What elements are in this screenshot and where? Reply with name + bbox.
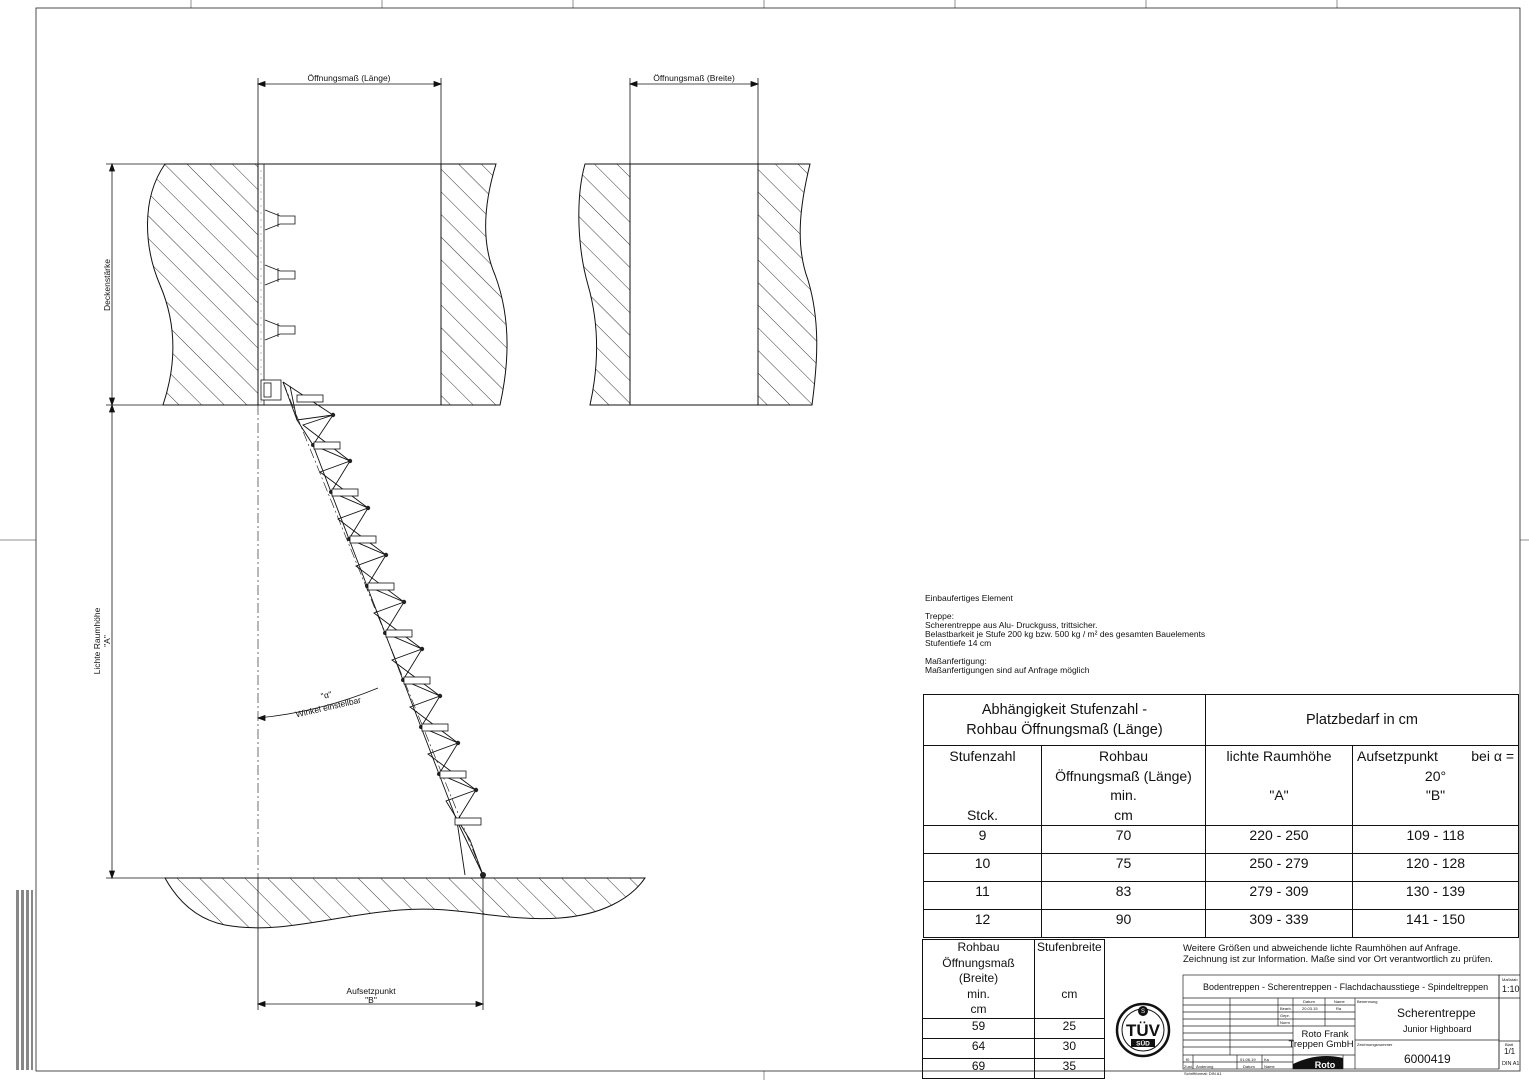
note-element: Einbaufertiges Element [925,593,1013,603]
scissor-stair [282,381,486,878]
sud-logo-text: SÜD [1136,1039,1150,1048]
revision-name-label: Name [1264,1064,1275,1069]
remarks: Weitere Größen und abweichende lichte Ra… [1183,943,1493,965]
ceiling-thickness-label: Deckenstärke [102,259,112,311]
opening-length-label: Öffnungsmaß (Länge) [308,73,391,83]
name-header: Name [1334,999,1345,1004]
sheet-number: 1/1 [1504,1047,1516,1056]
revision-index: f0 [1186,1057,1190,1062]
room-height-key: "A" [102,635,112,647]
col-header-height: lichte Raumhöhe"A" [1205,745,1353,826]
state-label: Zust. [1184,1064,1193,1069]
scale-label: Maßstab [1502,977,1518,982]
landing-point-label: Aufsetzpunkt [346,986,396,996]
roto-logo-text: Roto [1315,1060,1336,1070]
revision-name: Ka [1264,1057,1269,1062]
note-stair-line2: Belastbarkeit je Stufe 200 kg bzw. 500 k… [925,629,1206,639]
product-name: Scherentreppe [1397,1006,1476,1020]
revision-date: 01.06.19 [1240,1057,1256,1062]
drawn-date: 20.03.15 [1302,1006,1318,1011]
date-header: Datum [1303,999,1315,1004]
model-name: Junior Highboard [1403,1024,1472,1034]
group-header-dependency: Abhängigkeit Stufenzahl -Rohbau Öffnungs… [923,694,1206,746]
ceiling-section-right [578,163,818,406]
angle-symbol-label: "α" [320,689,333,701]
note-custom-line1: Maßanfertigungen sind auf Anfrage möglic… [925,665,1090,675]
room-height-label: Lichte Raumhöhe [92,607,102,674]
remark-line1: Weitere Größen und abweichende lichte Ra… [1183,943,1461,954]
product-range: Bodentreppen - Scherentreppen - Flachdac… [1203,982,1489,992]
floor-section [164,877,646,929]
note-stair-line1: Scherentreppe aus Alu- Druckguss, tritts… [925,620,1098,630]
landing-point-key: "B" [365,995,377,1005]
drawn-name: Ra [1336,1006,1342,1011]
drawing-number: 6000419 [1404,1052,1451,1066]
change-label: Änderung [1196,1064,1214,1069]
svg-text:S: S [1141,1009,1145,1015]
note-stair-title: Treppe: [925,611,954,621]
note-stair-line3: Stufentiefe 14 cm [925,638,992,648]
format-note: Schriftformat: DIN A1 [1184,1071,1222,1076]
norm-label: Norm [1280,1020,1290,1025]
product-notes: Einbaufertiges Element Treppe: Scherentr… [925,594,1205,675]
company-line1: Roto Frank [1301,1029,1349,1040]
checked-label: Gepr. [1280,1013,1290,1018]
sheet-format: DIN A1 [1502,1061,1520,1067]
sheet-label: Blatt [1505,1042,1514,1047]
drawing-number-label: Zeichnungsnummer [1357,1042,1393,1047]
drawing-labels: Öffnungsmaß (Länge) Öffnungsmaß (Breite)… [92,73,735,1005]
group-header-space: Platzbedarf in cm [1205,694,1519,746]
roto-logo: Roto [1293,1056,1343,1070]
designation-label: Benennung [1357,999,1378,1004]
scale-value: 1:10 [1502,984,1520,994]
copyright-side-text [16,890,33,1070]
sizing-table: Abhängigkeit Stufenzahl -Rohbau Öffnungs… [923,694,1519,938]
remark-line2: Zeichnung ist zur Information. Maße sind… [1183,954,1493,965]
company-line2: Treppen GmbH [1288,1039,1354,1050]
tuv-sud-logo: S TÜV SÜD [1115,1002,1171,1058]
drawn-label: Bearb. [1280,1006,1292,1011]
note-custom-title: Maßanfertigung: [925,656,987,666]
opening-width-label: Öffnungsmaß (Breite) [653,73,735,83]
ceiling-section-left [147,163,508,406]
revision-date-label: Datum [1243,1064,1255,1069]
tuv-logo-text: TÜV [1126,1021,1161,1040]
